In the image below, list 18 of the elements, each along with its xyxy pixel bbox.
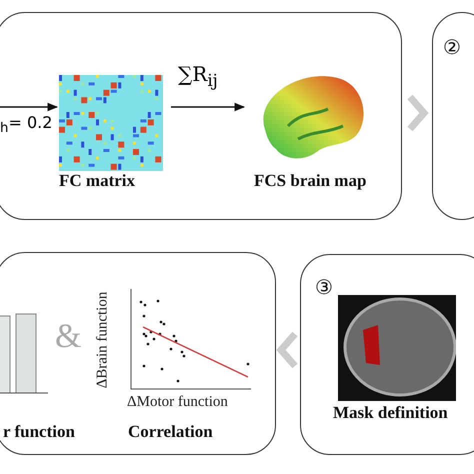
panel — [432, 12, 474, 220]
chevron-arrow — [276, 332, 298, 368]
panel — [300, 254, 474, 455]
step-number: ② — [443, 35, 461, 59]
axis-title: ΔBrain function — [94, 292, 112, 388]
panel — [0, 12, 402, 220]
step-number: ③ — [315, 275, 333, 299]
chevron-arrow — [407, 94, 429, 132]
node-label: Mask definition — [333, 403, 448, 423]
arrow — [171, 102, 246, 112]
node-label: Correlation — [128, 422, 213, 442]
axis-title: ΔMotor function — [127, 394, 228, 411]
node-label: FC matrix — [59, 171, 136, 191]
panel — [0, 252, 276, 455]
ampersand-sign: & — [55, 318, 82, 356]
arrow — [0, 102, 58, 112]
node-label: FCS brain map — [254, 171, 366, 191]
node-label: r function — [3, 422, 75, 442]
